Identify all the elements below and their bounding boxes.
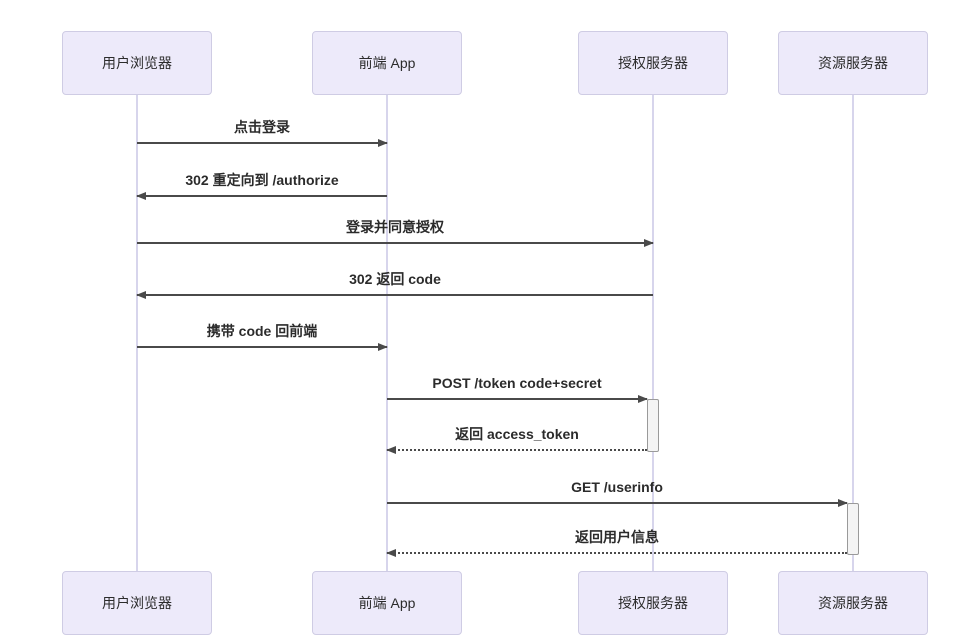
message-label: 点击登录 xyxy=(234,119,290,135)
message-login-consent: 登录并同意授权 xyxy=(137,217,654,247)
message-arrow xyxy=(387,395,648,403)
actor-label: 授权服务器 xyxy=(618,55,688,71)
actor-frontend-app-top: 前端 App xyxy=(312,31,462,95)
actor-label: 资源服务器 xyxy=(818,595,888,611)
message-redirect-authorize: 302 重定向到 /authorize xyxy=(136,170,387,200)
message-return-access-token: 返回 access_token xyxy=(386,424,647,454)
actor-label: 前端 App xyxy=(358,595,416,611)
actor-label: 资源服务器 xyxy=(818,55,888,71)
message-get-userinfo: GET /userinfo xyxy=(387,477,848,507)
message-label: 302 返回 code xyxy=(349,271,441,287)
actor-label: 用户浏览器 xyxy=(102,595,172,611)
message-click-login: 点击登录 xyxy=(137,117,388,147)
lifeline-resource-server xyxy=(852,95,854,571)
actor-frontend-app-bottom: 前端 App xyxy=(312,571,462,635)
message-arrow xyxy=(387,499,848,507)
message-label: 登录并同意授权 xyxy=(346,219,444,235)
message-post-token: POST /token code+secret xyxy=(387,373,648,403)
message-label: POST /token code+secret xyxy=(432,375,602,391)
message-return-code: 302 返回 code xyxy=(136,269,653,299)
activation-resource-server xyxy=(847,503,859,555)
actor-auth-server-top: 授权服务器 xyxy=(578,31,728,95)
message-label: GET /userinfo xyxy=(571,479,663,495)
message-return-userinfo: 返回用户信息 xyxy=(386,527,847,557)
actor-label: 授权服务器 xyxy=(618,595,688,611)
lifeline-user-browser xyxy=(136,95,138,571)
actor-label: 用户浏览器 xyxy=(102,55,172,71)
message-label: 携带 code 回前端 xyxy=(206,323,318,339)
activation-auth-server xyxy=(647,399,659,452)
message-code-to-frontend: 携带 code 回前端 xyxy=(137,321,388,351)
lifeline-auth-server xyxy=(652,95,654,571)
lifeline-frontend-app xyxy=(386,95,388,571)
actor-resource-server-bottom: 资源服务器 xyxy=(778,571,928,635)
message-arrow xyxy=(386,549,847,557)
message-arrow xyxy=(136,192,387,200)
actor-user-browser-top: 用户浏览器 xyxy=(62,31,212,95)
message-arrow xyxy=(137,239,654,247)
message-label: 返回用户信息 xyxy=(575,529,659,545)
actor-label: 前端 App xyxy=(358,55,416,71)
actor-user-browser-bottom: 用户浏览器 xyxy=(62,571,212,635)
message-arrow xyxy=(136,291,653,299)
message-arrow xyxy=(137,139,388,147)
message-label: 返回 access_token xyxy=(455,426,579,442)
actor-resource-server-top: 资源服务器 xyxy=(778,31,928,95)
message-arrow xyxy=(386,446,647,454)
message-label: 302 重定向到 /authorize xyxy=(185,172,339,188)
message-arrow xyxy=(137,343,388,351)
actor-auth-server-bottom: 授权服务器 xyxy=(578,571,728,635)
